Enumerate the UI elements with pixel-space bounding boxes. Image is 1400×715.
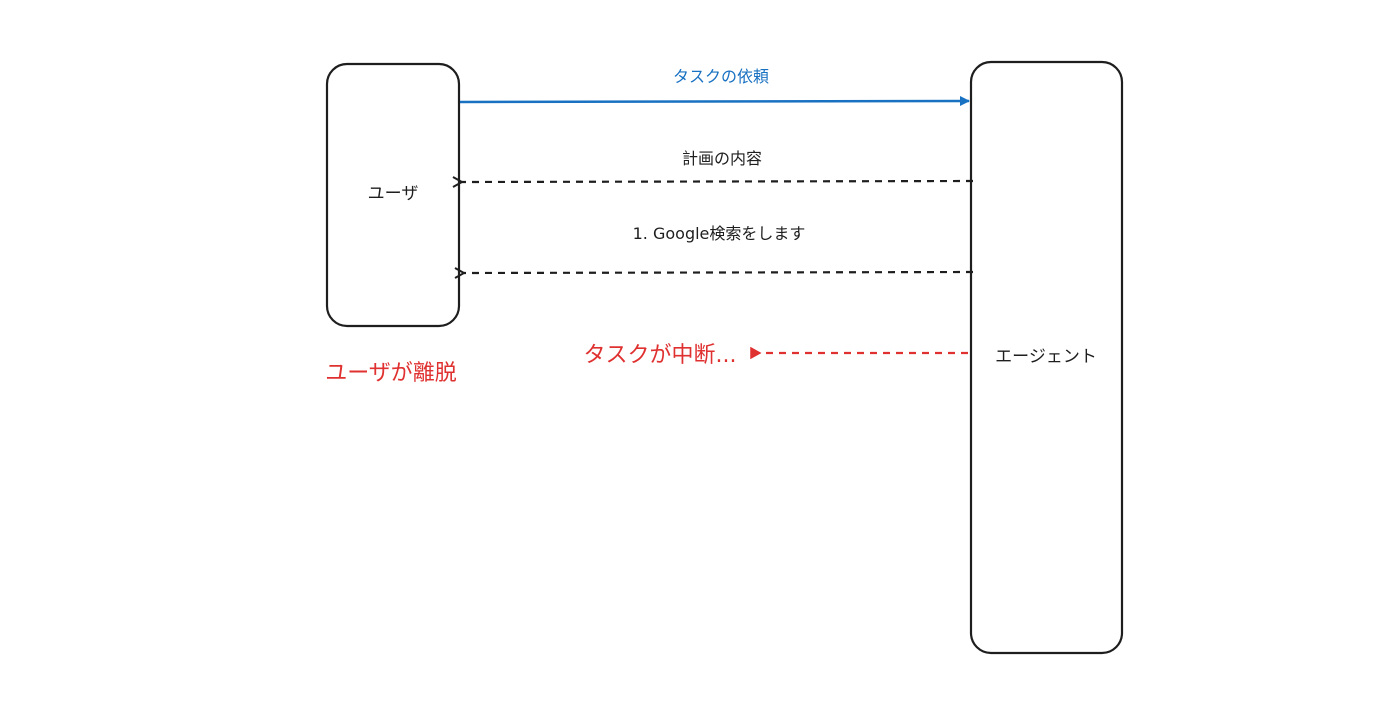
message-task-interrupted[interactable]: タスクが中断... [584, 343, 968, 368]
agent-node[interactable]: エージェント [969, 60, 1124, 655]
task-request-label: タスクの依頼 [673, 67, 769, 86]
plan-content-label: 計画の内容 [682, 149, 762, 168]
user-node[interactable]: ユーザ [325, 62, 461, 328]
message-task-request[interactable]: タスクの依頼 [459, 67, 970, 107]
task-interrupted-label: タスクが中断... [584, 343, 737, 368]
user-box [325, 62, 461, 328]
plan-content-arrow [462, 181, 974, 182]
task-request-arrow [459, 96, 970, 107]
agent-box [969, 60, 1124, 655]
agent-label: エージェント [995, 347, 1097, 367]
user-left-annotation: ユーザが離脱 [325, 361, 457, 386]
google-search-label: 1. Google検索をします [633, 224, 806, 243]
user-label: ユーザ [368, 184, 419, 204]
message-google-search[interactable]: 1. Google検索をします [464, 224, 974, 273]
google-search-arrow [464, 272, 974, 273]
message-plan-content[interactable]: 計画の内容 [462, 149, 974, 182]
